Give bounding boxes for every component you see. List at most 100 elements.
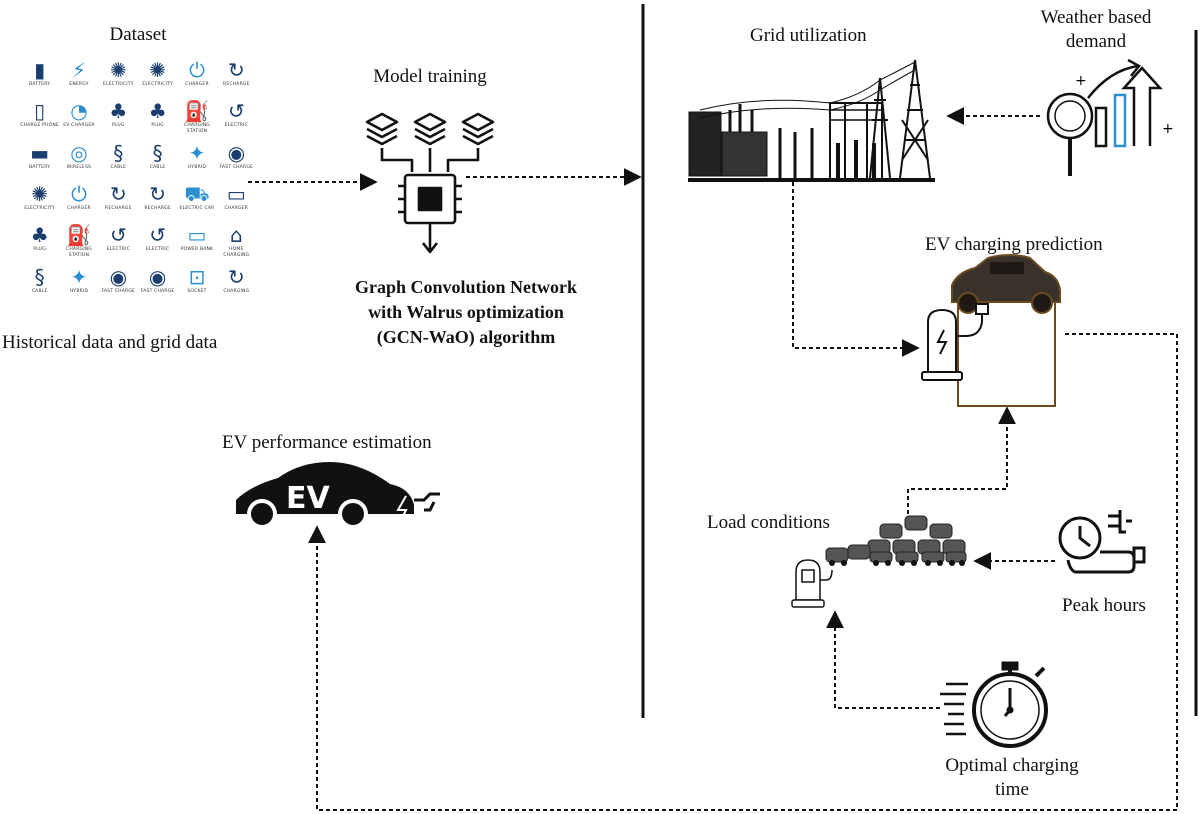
electric-icon: ↺ — [109, 223, 127, 248]
dataset-icon-caption: Charger — [224, 205, 249, 211]
ev-charging-prediction-icon — [921, 254, 1061, 407]
ev-charger-icon: ◔ — [70, 99, 88, 124]
algorithm-label-line3: (GCN-WaO) algorithm — [376, 327, 556, 347]
load-conditions-icon — [791, 515, 967, 608]
dataset-icon-cell: ✦Hybrid — [59, 265, 98, 306]
dataset-icon-cell: ♣Plug — [138, 99, 177, 140]
dataset-icon-cell: ✺Electricity — [138, 58, 177, 99]
dataset-icon-caption: Recharge — [105, 205, 132, 211]
model-training-label: Model training — [373, 66, 487, 87]
dataset-icon-cell: ♣Plug — [20, 223, 59, 264]
dataset-icon-caption: Wireless — [66, 164, 92, 170]
charging-station-icon: ⛽ — [66, 223, 92, 248]
hybrid-icon: ✦ — [70, 264, 88, 289]
recharge-icon: ↻ — [227, 58, 245, 82]
arrow-prediction-to-performance — [308, 333, 1178, 811]
dataset-icon-caption: Hybrid — [69, 288, 89, 294]
dataset-icon-cell: ▯Charge phone — [20, 99, 59, 140]
ev-charging-prediction-label: EV charging prediction — [925, 234, 1103, 255]
dataset-icon-caption: Battery — [29, 82, 51, 87]
algorithm-label-line2: with Walrus optimization — [368, 302, 564, 322]
grid-utilization-label: Grid utilization — [750, 25, 867, 46]
dataset-icon-cell: ♣Plug — [99, 99, 138, 140]
fast-charge-icon: ◉ — [109, 264, 128, 289]
weather-demand-label-line1: Weather based — [1040, 7, 1152, 28]
electric-car-icon: ⛟ — [184, 181, 210, 206]
dataset-icon-cell: ◉Fast charge — [138, 265, 177, 306]
dataset-icon-cell: ↻Recharge — [138, 182, 177, 223]
dataset-icon-cell: ↺Electric — [138, 223, 177, 264]
dataset-icon-caption: Cable — [31, 288, 48, 294]
dataset-icon-cell: §Cable — [138, 141, 177, 182]
battery-icon: ▮ — [34, 58, 46, 82]
dataset-icon-cell: ▭Power bank — [177, 223, 216, 264]
charging-station-icon: ⛽ — [184, 99, 210, 124]
plug-icon: ♣ — [30, 223, 49, 248]
dataset-icon-caption: Electric — [224, 123, 248, 129]
recharge-icon: ↻ — [109, 181, 127, 206]
charger-icon: ⏻ — [71, 181, 87, 206]
dataset-icon-caption: Electricity — [24, 205, 56, 211]
dataset-icon-cell: ⏻Charger — [59, 182, 98, 223]
electricity-icon: ✺ — [31, 181, 49, 206]
charging-icon: ↻ — [227, 264, 245, 289]
dataset-icon-caption: Recharge — [223, 82, 250, 87]
dataset-icon-cell: ▮Battery — [20, 58, 59, 99]
arrow-grid-to-prediction — [792, 182, 920, 357]
home-charging-icon: ⌂ — [229, 223, 243, 248]
dataset-icon-caption: Power bank — [180, 247, 214, 253]
charger-icon: ⏻ — [189, 58, 205, 82]
dataset-icon-cell: ◎Wireless — [59, 141, 98, 182]
dataset-icon-caption: Charging station — [183, 123, 210, 135]
plug-icon: ♣ — [109, 99, 128, 124]
optimal-charging-label-line2: time — [995, 779, 1029, 800]
dataset-icon-caption: Electric — [106, 247, 130, 253]
electricity-icon: ✺ — [149, 58, 167, 82]
dataset-icon-cell: §Cable — [99, 141, 138, 182]
battery-icon: ▬ — [30, 140, 50, 165]
dataset-icon-caption: Charger — [67, 205, 91, 211]
socket-icon: ⊡ — [188, 264, 206, 289]
layer-stack-icon — [365, 112, 399, 146]
electric-icon: ↺ — [227, 99, 245, 124]
dataset-icon-cell: ↻Charging — [217, 265, 256, 306]
wireless-icon: ◎ — [70, 140, 88, 165]
arrow-load-to-prediction — [907, 406, 1016, 514]
dataset-icon-cell: ⛽Charging station — [177, 99, 216, 140]
dataset-icon-cell: ◉Fast charge — [99, 265, 138, 306]
dataset-icon-cell: ◉Fast charge — [217, 141, 256, 182]
cable-icon: § — [34, 264, 45, 289]
dataset-icon-grid: ▮Battery⚡Energy✺Electricity✺Electricity⏻… — [20, 58, 256, 306]
dataset-icon-cell: ▭Charger — [217, 182, 256, 223]
dataset-icon-cell: ↻Recharge — [99, 182, 138, 223]
dataset-icon-cell: ✦Hybrid — [177, 141, 216, 182]
dataset-icon-caption: Plug — [151, 123, 164, 129]
dataset-icon-cell: ⛽Charging station — [59, 223, 98, 264]
optimal-charging-label-line1: Optimal charging — [945, 755, 1079, 776]
dataset-icon-cell: ⌂Home charging — [217, 223, 256, 264]
ev-badge-text: EV — [286, 481, 330, 516]
dataset-icon-cell: ⊡Socket — [177, 265, 216, 306]
dataset-icon-cell: §Cable — [20, 265, 59, 306]
dataset-icon-caption: Electric car — [179, 205, 215, 211]
electric-icon: ↺ — [149, 223, 167, 248]
weather-plus-1: + — [1075, 73, 1087, 89]
dataset-icon-caption: Charging station — [65, 247, 92, 259]
arrow-optimal-to-load — [826, 610, 940, 709]
weather-demand-icon — [1046, 58, 1163, 176]
cable-icon: § — [152, 140, 163, 165]
dataset-icon-cell: ▬Battery — [20, 141, 59, 182]
grid-utilization-icon — [688, 59, 935, 182]
dataset-icon-caption: Fast charge — [101, 288, 136, 294]
dataset-icon-caption: Charger — [185, 82, 209, 87]
dataset-icon-cell: ↺Electric — [99, 223, 138, 264]
dataset-icon-caption: Electricity — [102, 82, 134, 87]
layer-stack-icon — [413, 112, 447, 146]
dataset-icon-cell: ⛟Electric car — [177, 182, 216, 223]
dataset-icon-caption: Hybrid — [187, 164, 207, 170]
fast-charge-icon: ◉ — [227, 140, 246, 165]
hybrid-icon: ✦ — [188, 140, 206, 165]
dataset-icon-cell: ◔EV charger — [59, 99, 98, 140]
dataset-label: Dataset — [109, 24, 167, 45]
dataset-icon-caption: Fast charge — [140, 288, 175, 294]
